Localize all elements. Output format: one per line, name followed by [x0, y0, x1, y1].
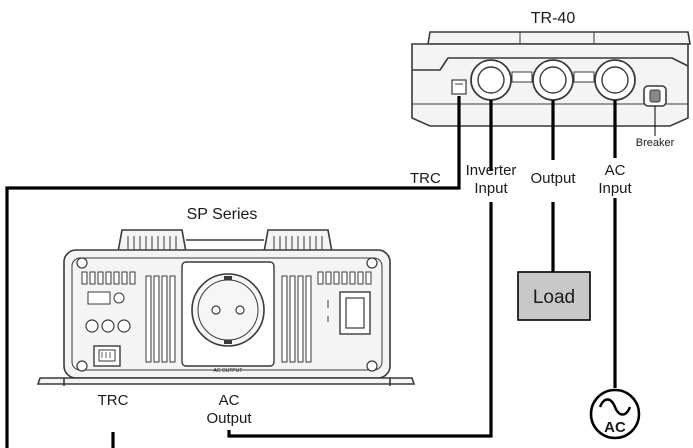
ac-output-label-2: Output [206, 410, 252, 427]
inverter-input-cable-lower [227, 202, 493, 438]
load-box: Load [517, 271, 591, 321]
power-switch [327, 291, 371, 335]
ac-outlet: AC OUTPUT [181, 261, 275, 374]
cables [5, 96, 617, 448]
inverter-trc-label: TRC [98, 392, 129, 409]
inverter-input-label-1: Inverter [466, 162, 517, 179]
ac-output-panel-caption: AC OUTPUT [214, 368, 243, 374]
indicator-leds [85, 319, 131, 333]
trc-label-top: TRC [410, 170, 441, 187]
inverter-trc-port [93, 345, 121, 367]
inverter-input-label-2: Input [474, 180, 508, 197]
ac-input-label-1: AC [605, 162, 626, 179]
tr40-trc-port [451, 79, 467, 95]
sp-series-inverter: SP Series [36, 206, 416, 427]
ac-input-socket [594, 59, 636, 101]
tr40-title: TR-40 [531, 10, 576, 27]
load-label: Load [533, 287, 575, 308]
trc-cable [5, 96, 461, 448]
tr40-unit: TR-40 [411, 10, 691, 149]
inverter-title: SP Series [187, 206, 258, 223]
breaker-switch [643, 85, 667, 107]
output-socket [532, 59, 574, 101]
inverter-input-socket [470, 59, 512, 101]
ac-source-label: AC [604, 419, 626, 436]
output-label: Output [530, 170, 576, 187]
ac-output-label-1: AC [219, 392, 240, 409]
breaker-label: Breaker [636, 137, 675, 149]
ac-source-icon: AC [589, 388, 641, 440]
ac-input-label-2: Input [598, 180, 632, 197]
